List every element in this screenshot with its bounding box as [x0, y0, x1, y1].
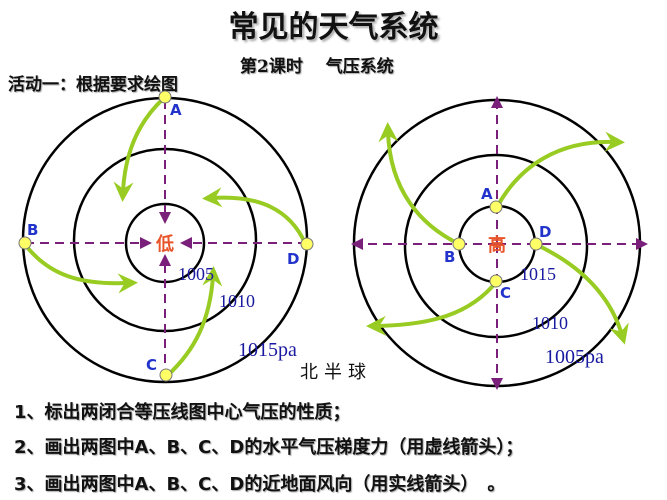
point-label-b: B [444, 248, 455, 266]
center-label-low: 低 [155, 233, 174, 255]
isobar-value-1010: 1010 [532, 313, 568, 333]
point-label-c: C [500, 284, 511, 302]
point-label-d: D [539, 223, 551, 241]
point-b [452, 237, 466, 251]
wind-arrow-d [534, 242, 629, 345]
activity-heading: 活动一：根据要求绘图 [8, 75, 178, 95]
wind-arrow-b [25, 245, 138, 294]
center-label-high: 高 [488, 234, 506, 256]
point-a [489, 200, 503, 214]
point-label-a: A [170, 101, 182, 119]
point-label-c: C [146, 356, 157, 374]
wind-arrow-b [378, 122, 460, 246]
wind-arrow-c [366, 279, 499, 336]
task-3: 3、画出两图中A、B、C、D的近地面风向（用实线箭头） 。 [14, 474, 506, 495]
point-d [529, 237, 543, 251]
low-pressure-diagram: A B C D 低 1005 1010 1015pa [18, 90, 314, 384]
wind-arrow-c [166, 266, 223, 377]
isobar-value-1015: 1015pa [238, 339, 297, 361]
lesson-subtitle: 第2课时 气压系统 [240, 57, 394, 77]
point-label-d: D [287, 250, 299, 268]
point-d [300, 237, 314, 251]
high-pressure-diagram: A B C D 高 1015 1010 1005pa [351, 96, 648, 390]
point-label-b: B [27, 221, 38, 239]
isobar-value-1005: 1005pa [545, 346, 604, 368]
point-label-a: A [481, 185, 493, 203]
point-a [158, 90, 172, 104]
wind-arrow-a [113, 96, 166, 202]
wind-arrow-d [202, 187, 307, 244]
point-b [18, 236, 32, 250]
point-c [489, 274, 503, 288]
page-title: 常见的天气系统 [228, 10, 439, 45]
isobar-value-1015: 1015 [520, 264, 556, 284]
task-2: 2、画出两图中A、B、C、D的水平气压梯度力（用虚线箭头）； [14, 437, 524, 458]
task-1: 1、标出两闭合等压线图中心气压的性质； [14, 402, 351, 423]
point-c [159, 368, 173, 382]
hemisphere-label: 北半球 [300, 362, 372, 383]
isobar-value-1005: 1005 [178, 264, 214, 284]
isobar-value-1010: 1010 [219, 291, 255, 311]
wind-arrow-a [495, 131, 625, 208]
